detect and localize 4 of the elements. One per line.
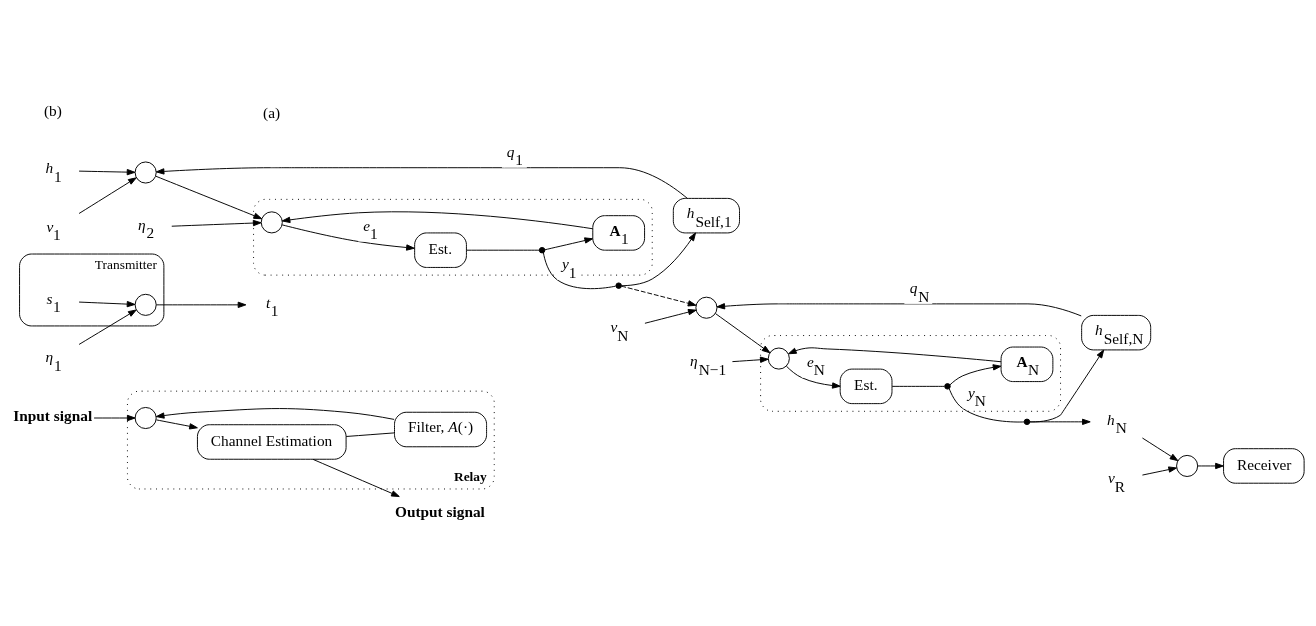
- label: (b): [44, 101, 62, 119]
- label: (a): [263, 103, 281, 121]
- node-text: Output signal: [394, 502, 485, 520]
- node-text: Input signal: [13, 406, 93, 424]
